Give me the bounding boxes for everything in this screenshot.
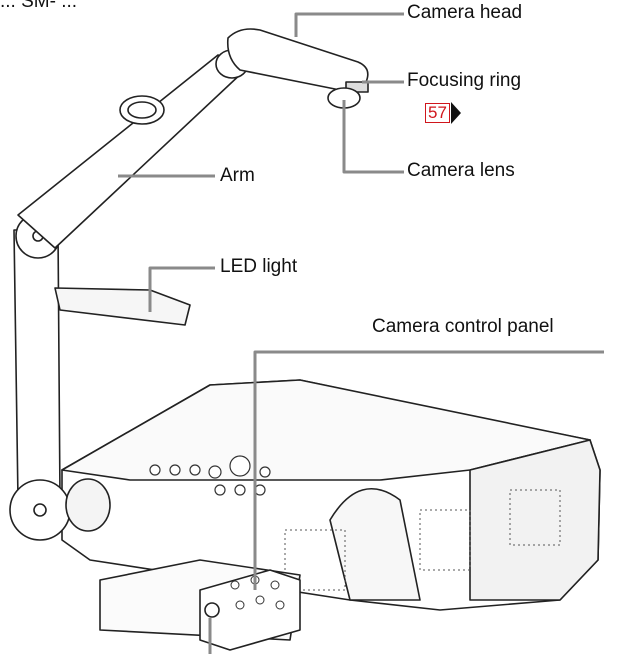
chevron-right-icon <box>450 102 461 124</box>
top-buttons <box>149 455 271 496</box>
leader-camera-control-panel <box>253 350 604 590</box>
camera-head <box>226 28 369 93</box>
label-focusing-ring: Focusing ring <box>407 70 522 91</box>
label-camera-lens: Camera lens <box>407 160 515 181</box>
page-reference-number[interactable]: 57 <box>425 103 450 123</box>
top-cut-text: ... SM- ... <box>0 0 78 12</box>
label-camera-control-panel: Camera control panel <box>372 316 554 337</box>
base-vent <box>284 489 561 591</box>
base-side-right <box>469 439 601 601</box>
leader-camera-lens <box>342 100 404 174</box>
label-camera-head: Camera head <box>407 2 523 23</box>
post <box>13 229 61 501</box>
control-panel-box <box>199 569 301 651</box>
control-panel-knob <box>204 602 220 618</box>
arm <box>17 54 246 249</box>
leader-camera-head <box>294 12 404 37</box>
base-front-curve <box>329 488 421 601</box>
label-led-light: LED light <box>220 256 298 277</box>
page-reference[interactable]: 57 <box>425 102 461 124</box>
led-light <box>54 287 191 326</box>
leader-led-light <box>148 266 215 312</box>
label-arm: Arm <box>220 165 255 186</box>
